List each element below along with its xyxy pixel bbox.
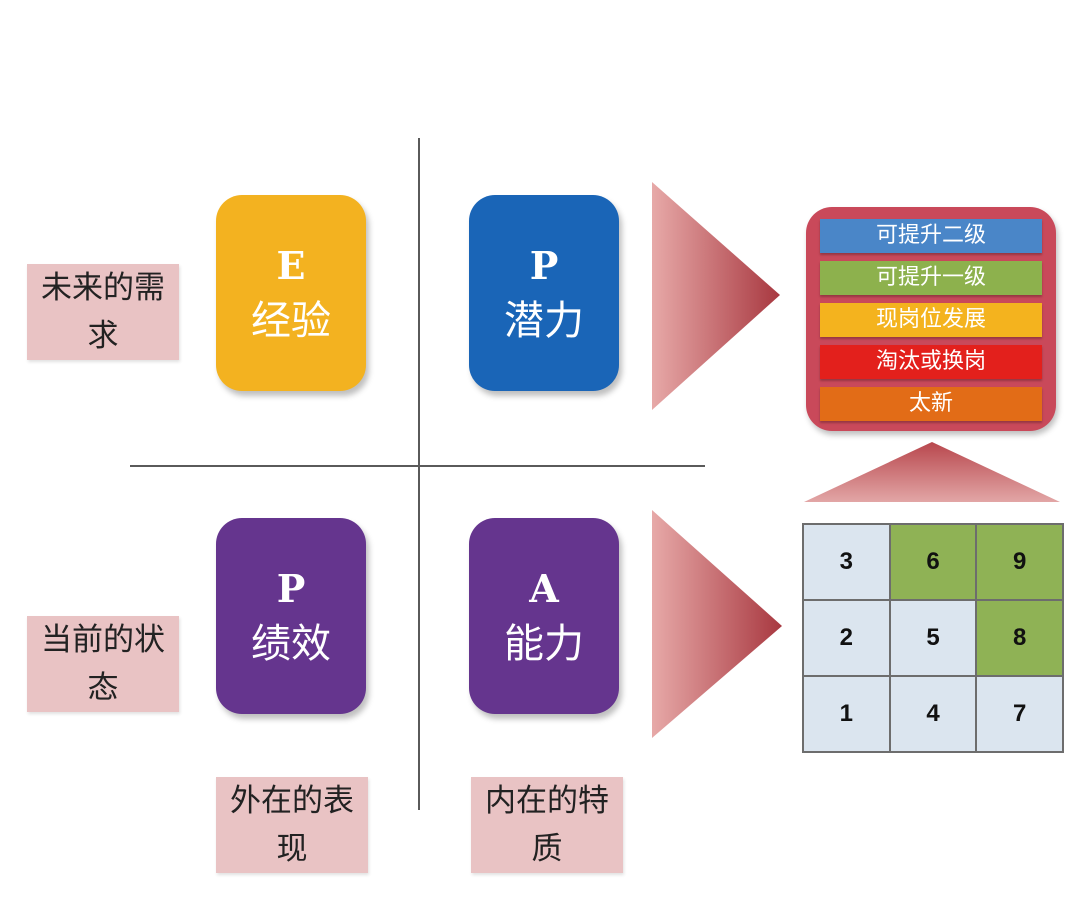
arrow-up-icon [804, 442, 1060, 502]
level-bar-develop: 现岗位发展 [820, 303, 1042, 337]
ability-letter: A [529, 566, 559, 611]
grid-cell: 3 [803, 524, 890, 600]
grid-cell: 8 [976, 600, 1063, 676]
level-bar-eliminate: 淘汰或换岗 [820, 345, 1042, 379]
experience-tile: E 经验 [216, 195, 366, 391]
experience-letter: E [276, 243, 306, 288]
arrow-right-lower-icon [652, 510, 782, 738]
performance-letter: P [276, 566, 306, 611]
horizontal-axis-line [130, 465, 705, 467]
level-bar-promote-two: 可提升二级 [820, 219, 1042, 253]
grid-cell: 7 [976, 676, 1063, 752]
potential-tile: P 潜力 [469, 195, 619, 391]
grid-cell: 9 [976, 524, 1063, 600]
nine-box-grid: 3 6 9 2 5 8 1 4 7 [802, 523, 1064, 753]
ability-word: 能力 [504, 621, 584, 667]
grid-cell: 6 [889, 524, 977, 600]
experience-word: 经验 [251, 298, 331, 344]
arrow-right-upper-icon [652, 182, 780, 410]
level-bar-promote-one: 可提升一级 [820, 261, 1042, 295]
potential-letter: P [529, 243, 559, 288]
vertical-axis-line [418, 138, 420, 810]
grid-cell: 4 [889, 676, 977, 752]
row-label-future: 未来的需求 [27, 264, 179, 360]
column-label-external: 外在的表现 [216, 777, 368, 873]
level-stack: 可提升二级 可提升一级 现岗位发展 淘汰或换岗 太新 [806, 207, 1056, 431]
potential-word: 潜力 [504, 298, 584, 344]
row-label-current: 当前的状态 [27, 616, 179, 712]
grid-cell: 1 [803, 676, 890, 752]
grid-cell: 2 [803, 600, 890, 676]
grid-cell: 5 [889, 600, 977, 676]
ability-tile: A 能力 [469, 518, 619, 714]
performance-word: 绩效 [251, 621, 331, 667]
column-label-internal: 内在的特质 [471, 777, 623, 873]
performance-tile: P 绩效 [216, 518, 366, 714]
level-bar-too-new: 太新 [820, 387, 1042, 421]
